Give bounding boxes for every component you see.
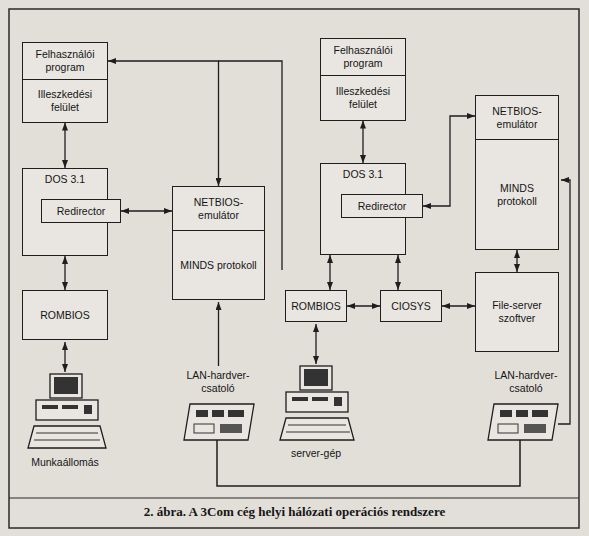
box-heading: NETBIOS-emulátor <box>173 187 264 231</box>
device-label: LAN-hardver-csatoló <box>490 369 562 394</box>
frame <box>9 9 579 528</box>
lan-card <box>184 404 254 440</box>
connector-arrow <box>516 250 517 272</box>
link-arrow <box>64 342 65 372</box>
connector-arrow <box>347 305 380 306</box>
box-label: MINDS protokoll <box>476 140 558 249</box>
network-cable <box>217 440 520 486</box>
module-box: NETBIOS-emulátorMINDS protokoll <box>475 95 559 250</box>
connector-arrow <box>108 61 219 186</box>
module-box: Felhasználói program <box>320 38 406 76</box>
module-box: ROMBIOS <box>22 290 108 340</box>
link-arrow <box>218 302 219 366</box>
module-box: CIOSYS <box>380 290 442 322</box>
chip <box>498 424 518 433</box>
chip <box>532 410 548 417</box>
connector-arrow <box>121 210 172 211</box>
board <box>184 404 254 440</box>
connector-arrow <box>397 255 398 290</box>
monitor <box>300 366 332 390</box>
panel <box>84 405 92 414</box>
chip <box>516 410 528 417</box>
link-arrow <box>558 180 570 424</box>
drive-slot <box>42 405 58 409</box>
connector-arrow <box>362 121 363 164</box>
module-box: Illeszkedési felület <box>22 79 108 123</box>
box-label: Illeszkedési felület <box>23 88 107 113</box>
link-arrow <box>315 324 316 364</box>
module-box: ROMBIOS <box>285 290 347 322</box>
module-box: DOS 3.1Redirector <box>320 163 406 255</box>
chip <box>194 424 214 433</box>
box-label: DOS 3.1 <box>23 173 107 186</box>
panel <box>334 397 342 406</box>
screen <box>304 369 328 386</box>
monitor <box>50 374 82 398</box>
box-label: ROMBIOS <box>286 300 346 313</box>
device-label: server-gép <box>281 447 351 460</box>
chip <box>212 410 224 417</box>
module-box: Illeszkedési felület <box>320 75 406 121</box>
chip <box>196 410 208 417</box>
module-box: File-server szoftver <box>475 272 559 352</box>
box-label: ROMBIOS <box>23 309 107 322</box>
figure-caption: 2. ábra. A 3Com cég helyi hálózati operá… <box>0 504 589 520</box>
board <box>488 404 558 440</box>
caption-rule <box>9 497 579 498</box>
connector-arrow <box>329 255 330 290</box>
workstation-computer <box>28 374 106 448</box>
box-label: Illeszkedési felület <box>321 85 405 110</box>
connector-arrow <box>423 116 475 206</box>
system-unit <box>286 392 348 412</box>
keys <box>34 433 100 440</box>
connector-arrow <box>442 305 475 306</box>
keyboard <box>28 426 106 448</box>
module-box: Felhasználói program <box>22 42 108 80</box>
box-label: Redirector <box>42 205 120 218</box>
connector-arrow <box>64 256 65 290</box>
system-unit <box>36 400 98 420</box>
box-label: Felhasználói program <box>23 48 107 73</box>
box-label: Redirector <box>342 200 422 213</box>
box-label: CIOSYS <box>381 300 441 313</box>
module-box: DOS 3.1Redirector <box>22 168 108 256</box>
keys <box>286 425 350 432</box>
device-label: Munkaállomás <box>22 456 108 469</box>
chip <box>220 424 242 433</box>
connector-arrow <box>64 123 65 169</box>
keyboard <box>280 418 354 440</box>
box-label: DOS 3.1 <box>321 168 405 181</box>
server-computer <box>280 366 354 440</box>
drive-slot <box>292 397 308 401</box>
inner-module-box: Redirector <box>341 194 423 218</box>
drive-slot <box>62 405 78 409</box>
inner-module-box: Redirector <box>41 199 121 223</box>
device-label: LAN-hardver-csatoló <box>182 369 254 394</box>
chip <box>500 410 512 417</box>
box-label: File-server szoftver <box>476 299 558 324</box>
box-label: MINDS protokoll <box>173 231 264 299</box>
screen <box>54 377 78 394</box>
box-heading: NETBIOS-emulátor <box>476 96 558 140</box>
box-label: Felhasználói program <box>321 44 405 69</box>
drive-slot <box>312 397 328 401</box>
module-box: NETBIOS-emulátorMINDS protokoll <box>172 186 265 300</box>
lan-card <box>488 404 558 440</box>
chip <box>228 410 244 417</box>
chip <box>524 424 546 433</box>
